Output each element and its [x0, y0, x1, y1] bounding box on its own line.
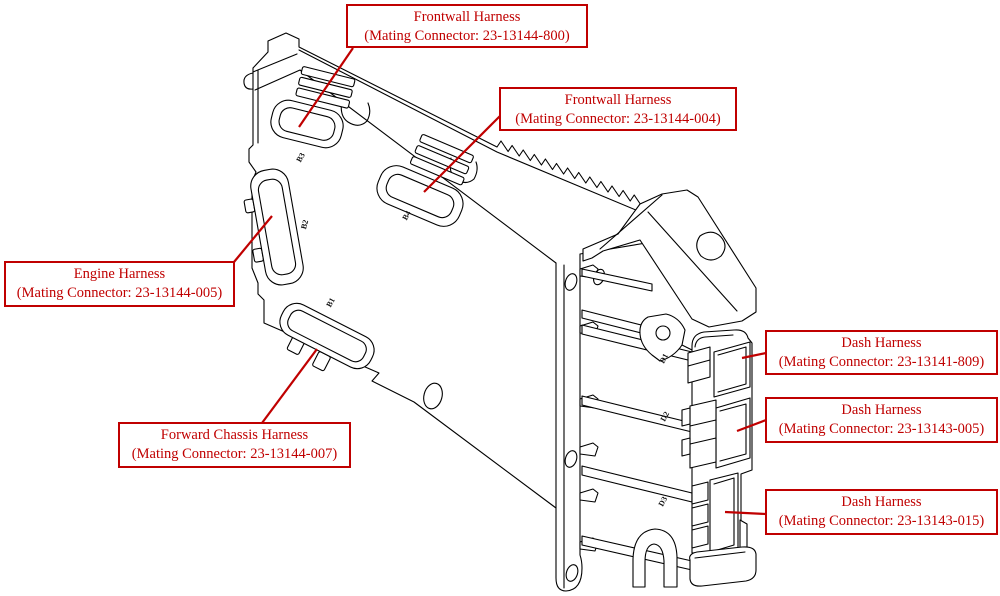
flange-clip: [579, 442, 599, 457]
connector-b4: [376, 134, 474, 227]
leader-engine-005: [233, 215, 273, 263]
leader-dash-005: [736, 418, 767, 433]
column-foot: [689, 546, 757, 587]
leader-dash-809: [741, 351, 767, 360]
connector-d3-tab: [691, 503, 709, 527]
flange-hole-middle: [564, 450, 578, 468]
leader-dash-015: [724, 510, 767, 516]
callout-dash-015: Dash Harness (Mating Connector: 23-13143…: [765, 489, 998, 535]
slab-outline: [248, 32, 653, 592]
callout-frontwall-004: Frontwall Harness (Mating Connector: 23-…: [499, 87, 737, 131]
connector-d3-tab: [691, 525, 709, 549]
leader-lines: [233, 47, 767, 516]
callout-title: Frontwall Harness: [564, 92, 672, 108]
callout-title: Forward Chassis Harness: [160, 427, 309, 443]
flange-clip: [579, 488, 599, 503]
bracket-tab: [696, 231, 726, 261]
dash-connector-column: [639, 313, 757, 587]
connector-b1: [279, 302, 375, 372]
top-edge-notch: [449, 157, 478, 184]
callout-detail: (Mating Connector: 23-13144-004): [515, 111, 721, 127]
connector-b2: [243, 168, 304, 286]
connector-b3: [270, 66, 356, 149]
leader-frontwall-004: [423, 113, 503, 193]
callout-detail: (Mating Connector: 23-13143-015): [778, 513, 985, 529]
connector-d2-tab: [689, 399, 717, 469]
support-fins: [581, 324, 693, 571]
callout-title: Frontwall Harness: [413, 9, 521, 25]
edge-tab: [243, 72, 254, 90]
callout-detail: (Mating Connector: 23-13141-809): [778, 354, 985, 370]
hook-clip-hole: [655, 325, 671, 341]
flange-hole-top: [564, 273, 578, 291]
callout-forward-chassis-007: Forward Chassis Harness (Mating Connecto…: [118, 422, 351, 468]
callout-dash-809: Dash Harness (Mating Connector: 23-13141…: [765, 330, 998, 375]
callout-detail: (Mating Connector: 23-13143-005): [778, 421, 985, 437]
callout-engine-005: Engine Harness (Mating Connector: 23-131…: [4, 261, 235, 307]
connector-d1-tab: [687, 346, 711, 384]
connector-d3-tab: [691, 481, 709, 505]
callout-title: Dash Harness: [841, 402, 922, 418]
callout-detail: (Mating Connector: 23-13144-007): [131, 446, 338, 462]
fin: [581, 395, 693, 433]
connector-d1: [713, 341, 751, 398]
arch-bracket: [632, 528, 678, 588]
callout-detail: (Mating Connector: 23-13144-800): [364, 28, 570, 44]
callout-dash-005: Dash Harness (Mating Connector: 23-13143…: [765, 397, 998, 443]
module-body: [243, 32, 653, 592]
callout-title: Dash Harness: [841, 494, 922, 510]
fin: [581, 465, 693, 503]
bracket-shelf: [581, 268, 653, 292]
leader-forward-chassis-007: [261, 348, 318, 424]
top-face-fold-line: [254, 69, 557, 264]
leader-frontwall-800: [298, 47, 354, 128]
callout-title: Dash Harness: [841, 335, 922, 351]
front-face-hole: [423, 382, 443, 410]
top-right-bracket: [581, 189, 757, 339]
flange-hole-bottom: [565, 564, 579, 582]
callout-detail: (Mating Connector: 23-13144-005): [16, 285, 223, 301]
callout-frontwall-800: Frontwall Harness (Mating Connector: 23-…: [346, 4, 588, 48]
hook-clip: [639, 313, 686, 362]
callout-title: Engine Harness: [73, 266, 166, 282]
top-edge-notch: [340, 99, 371, 126]
